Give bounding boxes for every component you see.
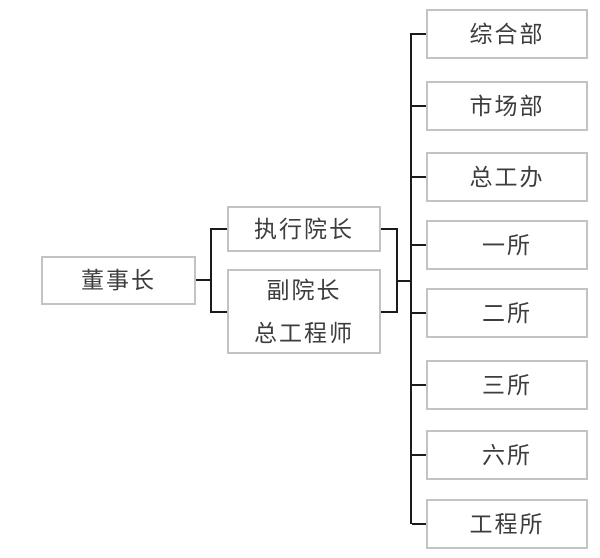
node-comprehensive-dept-label: 综合部 [469, 20, 545, 47]
node-comprehensive-dept: 综合部 [426, 9, 588, 59]
node-executive-dean: 执行院长 [227, 206, 381, 252]
node-executive-dean-label: 执行院长 [254, 215, 354, 242]
connector-left-bracket [210, 228, 212, 313]
connector-to-marketing-dept [412, 105, 426, 107]
node-vice-dean-label: 副院长 [266, 276, 342, 303]
connector-to-comprehensive-dept [412, 33, 426, 35]
connector-vice-dean-out [381, 311, 398, 313]
node-institute-1-label: 一所 [482, 231, 532, 258]
node-institute-3-label: 三所 [482, 371, 532, 398]
node-institute-2-label: 二所 [482, 299, 532, 326]
connector-executive-dean-out [381, 228, 398, 230]
node-engineering-institute: 工程所 [426, 499, 588, 549]
node-chairman-label: 董事长 [81, 267, 156, 293]
node-vice-dean-chief-engineer: 副院长 总工程师 [227, 269, 381, 354]
connector-to-engineering-institute [412, 523, 426, 525]
connector-to-institute-1 [412, 244, 426, 246]
node-institute-3: 三所 [426, 360, 588, 410]
node-engineering-institute-label: 工程所 [469, 510, 545, 537]
node-marketing-dept-label: 市场部 [469, 92, 545, 119]
node-institute-2: 二所 [426, 288, 588, 338]
connector-to-executive-dean [212, 228, 227, 230]
node-chief-engineer-office-label: 总工办 [469, 163, 545, 190]
connector-mid-to-right [396, 280, 412, 282]
connector-right-bracket [410, 33, 412, 524]
connector-to-institute-3 [412, 384, 426, 386]
connector-to-institute-2 [412, 312, 426, 314]
node-institute-1: 一所 [426, 220, 588, 270]
connector-chairman-out [196, 279, 211, 281]
connector-mid-bracket [396, 228, 398, 313]
connector-to-vice-dean [212, 311, 227, 313]
node-chief-engineer-office: 总工办 [426, 152, 588, 202]
connector-to-institute-6 [412, 454, 426, 456]
node-chief-engineer-label: 总工程师 [254, 319, 354, 346]
node-institute-6-label: 六所 [482, 441, 532, 468]
connector-to-chief-engineer-office [412, 176, 426, 178]
node-marketing-dept: 市场部 [426, 81, 588, 131]
node-chairman: 董事长 [41, 256, 196, 305]
node-institute-6: 六所 [426, 430, 588, 480]
